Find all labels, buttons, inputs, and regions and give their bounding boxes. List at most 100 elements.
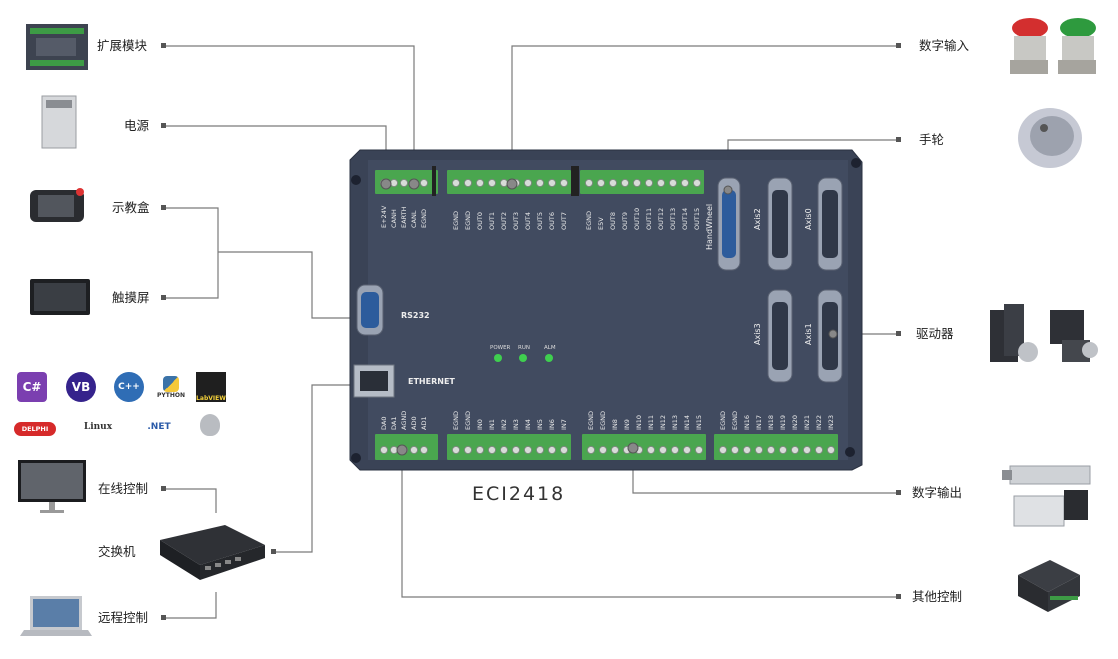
pin-label-bot1-1: DA1: [390, 417, 398, 430]
terminal-screw-top3-8: [680, 178, 690, 188]
pin-label-top1-0: E+24V: [380, 205, 388, 228]
line-expansion: [165, 45, 415, 182]
axis0-label: Axis0: [804, 208, 813, 230]
terminal-screw-top1-4: [419, 178, 429, 188]
pin-label-bot3-6: IN12: [659, 415, 667, 430]
terminal-screw-bot3-9: [694, 445, 704, 455]
pin-label-bot3-9: IN15: [695, 415, 703, 430]
pin-label-bot2-2: IN0: [476, 419, 484, 430]
label-touch: 触摸屏: [112, 290, 150, 305]
axis1-label: Axis1: [804, 323, 813, 345]
label-other: 其他控制: [912, 589, 963, 604]
linux-logo: Linux: [83, 422, 113, 432]
power-led: [494, 354, 502, 362]
pin-label-bot1-2: AGND: [400, 411, 408, 430]
pin-label-bot1-3: AD0: [410, 416, 418, 430]
terminal-screw-bot3-1: [598, 445, 608, 455]
line-remote: [165, 592, 217, 619]
axis2-connector: [767, 177, 793, 271]
pin-label-bot2-5: IN3: [512, 419, 520, 430]
terminal-screw-bot2-1: [463, 445, 473, 455]
pin-label-bot4-9: IN23: [827, 415, 835, 430]
terminal-screw-bot3-7: [670, 445, 680, 455]
terminal-screw-top2-1: [463, 178, 473, 188]
pin-label-top1-1: CANH: [390, 209, 398, 228]
terminal-screw-top3-5: [644, 178, 654, 188]
axis3-label: Axis3: [753, 323, 762, 345]
axis2-label: Axis2: [753, 208, 762, 230]
pin-label-top2-7: OUT5: [536, 212, 544, 230]
csharp-logo: C#: [17, 372, 47, 402]
delphi-logo: DELPHI: [14, 422, 56, 436]
pin-label-bot3-4: IN10: [635, 415, 643, 430]
terminal-screw-bot4-5: [778, 445, 788, 455]
handwheel-image: [1018, 108, 1082, 168]
pin-label-bot4-1: EGND: [731, 411, 739, 430]
pin-label-bot4-5: IN19: [779, 415, 787, 430]
terminal-screw-top2-4: [499, 178, 509, 188]
handwheel-label: HandWheel: [705, 204, 714, 250]
pin-label-bot3-2: IN8: [611, 419, 619, 430]
pin-label-bot4-4: IN18: [767, 415, 775, 430]
touch-screen-image: [30, 279, 90, 315]
pin-label-top2-9: OUT7: [560, 212, 568, 230]
terminal-screw-bot2-8: [547, 445, 557, 455]
label-online: 在线控制: [98, 481, 149, 496]
ethernet-label: ETHERNET: [408, 377, 455, 386]
terminal-screw-bot2-4: [499, 445, 509, 455]
terminal-screw-bot1-4: [419, 445, 429, 455]
terminal-screw-bot2-2: [475, 445, 485, 455]
pin-label-bot2-3: IN1: [488, 419, 496, 430]
pin-label-bot2-6: IN4: [524, 419, 532, 430]
terminal-screw-bot2-7: [535, 445, 545, 455]
pin-label-bot4-3: IN17: [755, 415, 763, 430]
pin-label-top3-5: OUT11: [645, 208, 653, 230]
terminal-screw-bot4-2: [742, 445, 752, 455]
terminal-screw-top2-2: [475, 178, 485, 188]
pin-label-top2-8: OUT6: [548, 212, 556, 230]
label-teach: 示教盒: [112, 200, 150, 215]
terminal-screw-top2-9: [559, 178, 569, 188]
rs232-label: RS232: [401, 311, 430, 320]
pin-label-bot4-7: IN21: [803, 415, 811, 430]
pin-label-bot3-1: EGND: [599, 411, 607, 430]
terminal-screw-top2-3: [487, 178, 497, 188]
status-leds: POWER RUN ALM: [490, 345, 556, 362]
terminal-screw-bot2-6: [523, 445, 533, 455]
line-other: [401, 452, 898, 598]
terminal-screw-top2-7: [535, 178, 545, 188]
line-online: [165, 488, 217, 513]
pin-label-bot2-9: IN7: [560, 419, 568, 430]
label-expansion: 扩展模块: [97, 38, 148, 53]
terminal-screw-bot4-9: [826, 445, 836, 455]
ethernet-port: [353, 364, 395, 398]
labview-logo: LabVIEW: [196, 372, 226, 402]
label-din: 数字输入: [919, 38, 970, 53]
pin-label-top3-1: E5V: [597, 217, 605, 230]
monitor-image: [18, 460, 86, 513]
pin-label-bot3-0: EGND: [587, 411, 595, 430]
cpp-logo: C++: [114, 372, 144, 402]
terminal-screw-bot2-0: [451, 445, 461, 455]
expansion-module-image: [26, 24, 88, 70]
pin-label-bot2-0: EGND: [452, 411, 460, 430]
label-driver: 驱动器: [916, 326, 954, 341]
push-button-images: [1010, 18, 1096, 74]
pin-label-bot2-7: IN5: [536, 419, 544, 430]
line-touch-join: [218, 251, 368, 319]
terminal-screw-bot3-5: [646, 445, 656, 455]
pin-label-top3-4: OUT10: [633, 208, 641, 230]
axis0-connector: [817, 177, 843, 271]
alm-led-label: ALM: [544, 345, 556, 351]
pin-label-top3-8: OUT14: [681, 208, 689, 230]
python-label: PYTHON: [157, 391, 185, 399]
pneumatic-cylinder-images: [1002, 465, 1091, 527]
terminal-screw-bot3-2: [610, 445, 620, 455]
laptop-image: [20, 596, 92, 636]
rs232-connector: [356, 284, 384, 336]
pin-label-bot3-3: IN9: [623, 419, 631, 430]
